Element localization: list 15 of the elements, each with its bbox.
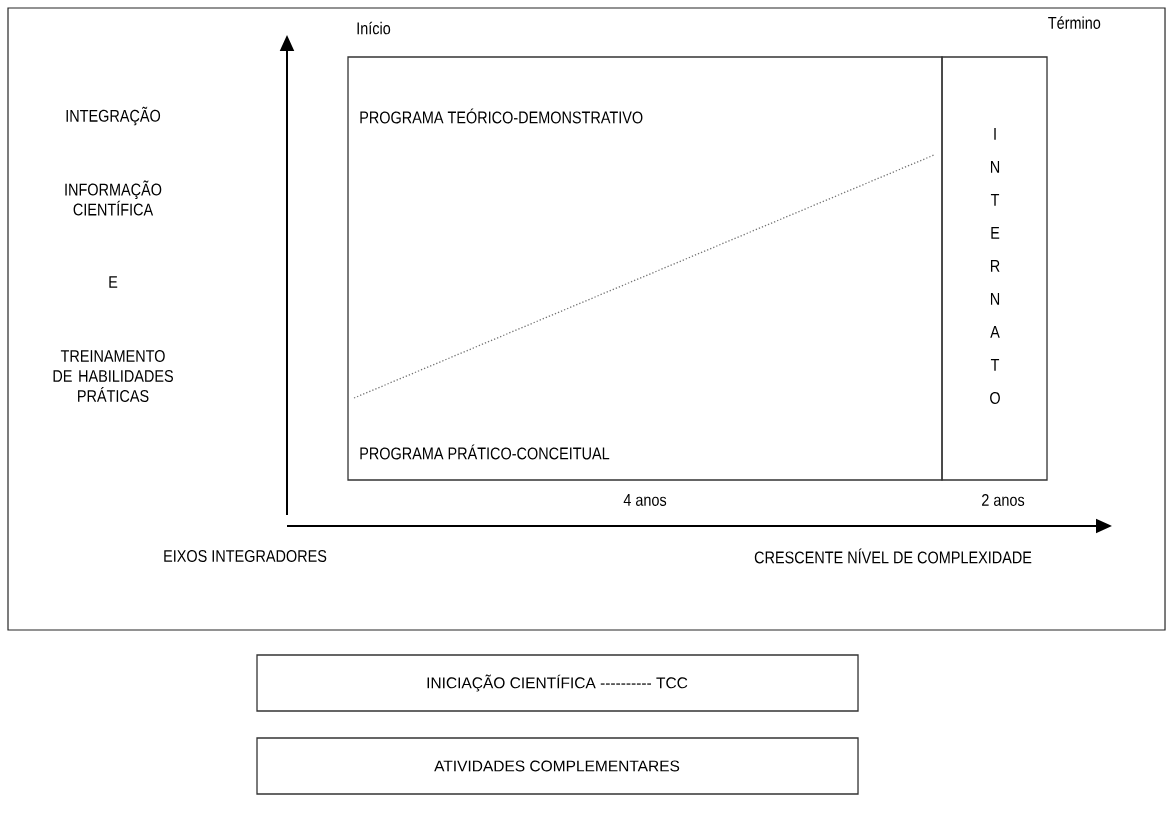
program-label: PROGRAMA TEÓRICO-DEMONSTRATIVO — [360, 108, 643, 124]
box-label: ATIVIDADES COMPLEMENTARES — [434, 760, 680, 772]
axis-title: CRESCENTE NÍVEL DE COMPLEXIDADE — [754, 548, 1032, 564]
time-label: Término — [1048, 16, 1101, 29]
internship-label: I N T E R N A T O — [990, 128, 1000, 404]
axis-item-label: INTEGRAÇÃO — [66, 106, 161, 126]
axis-title: EIXOS INTEGRADORES — [164, 550, 327, 563]
duration-label: 2 anos — [982, 494, 1025, 507]
time-label: Início — [357, 21, 391, 35]
axis-item-label: INFORMAÇÃO CIENTÍFICA — [65, 180, 162, 216]
axis-item-label: TREINAMENTO DE HABILIDADES PRÁTICAS — [53, 350, 173, 403]
box-label: INICIAÇÃO CIENTÍFICA ---------- TCC — [427, 674, 688, 692]
axis-item-label: E — [109, 276, 118, 288]
duration-label: 4 anos — [623, 494, 667, 506]
program-label: PROGRAMA PRÁTICO-CONCEITUAL — [360, 444, 610, 460]
